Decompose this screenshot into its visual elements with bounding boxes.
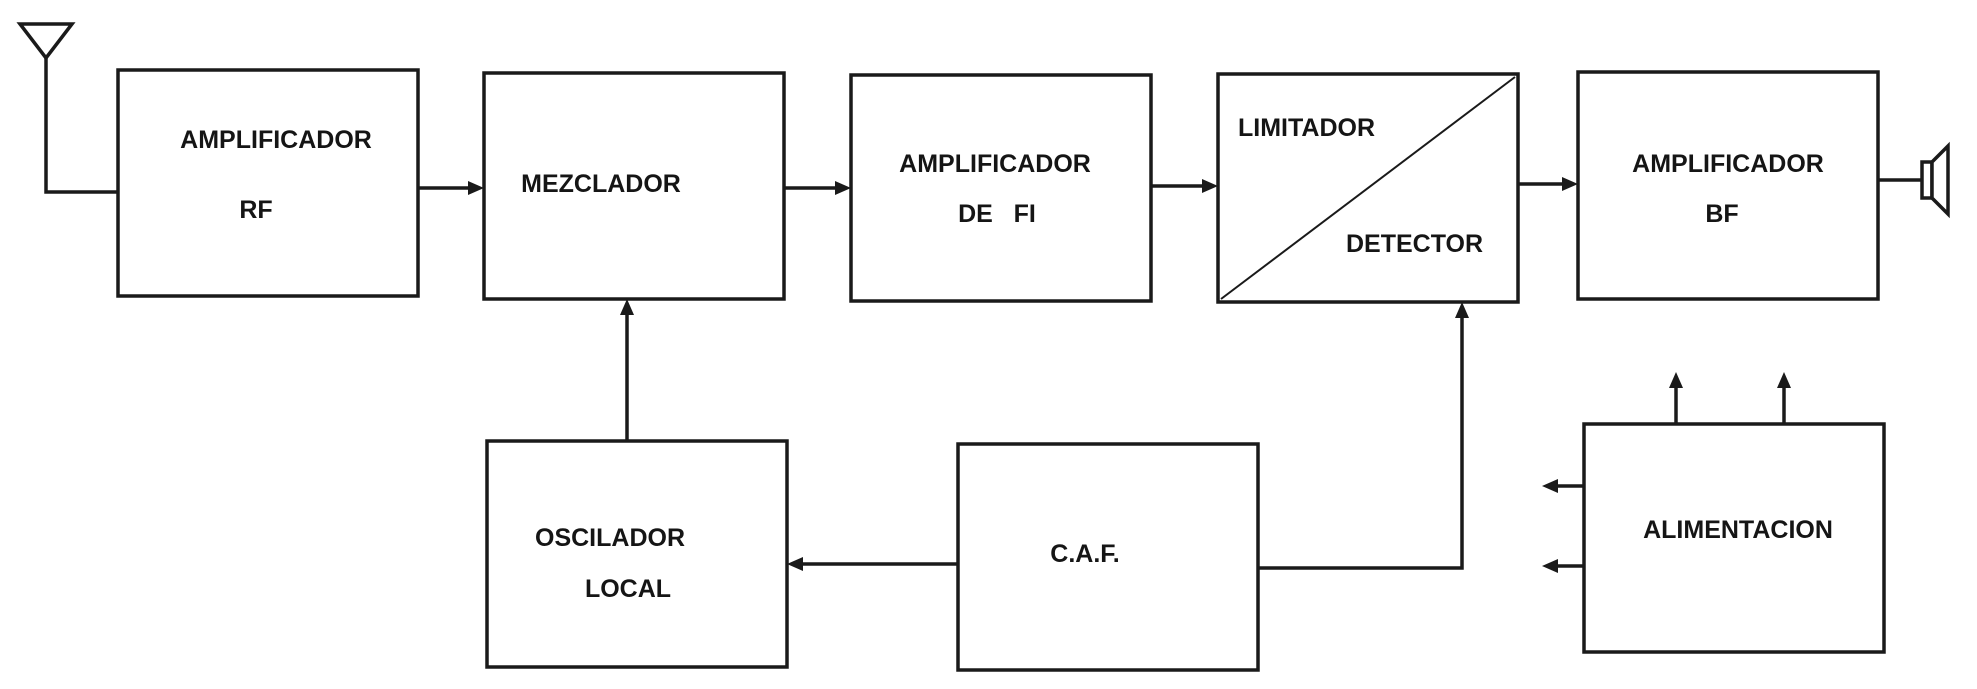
block-af-amplifier: AMPLIFICADOR BF bbox=[1576, 70, 1880, 301]
detector-label: DETECTOR bbox=[1346, 230, 1483, 258]
block-rf-amplifier: AMPLIFICADOR RF bbox=[116, 68, 420, 298]
af-amp-label-line1: AMPLIFICADOR bbox=[1632, 150, 1824, 178]
power-output-up-1 bbox=[1669, 372, 1683, 424]
speaker-icon bbox=[1878, 141, 1950, 219]
antenna-icon bbox=[16, 22, 118, 194]
limiter-label: LIMITADOR bbox=[1238, 114, 1375, 142]
rf-amp-label-line1: AMPLIFICADOR bbox=[180, 126, 372, 154]
limiter-detector-divider bbox=[1220, 76, 1516, 300]
if-amp-label-line1: AMPLIFICADOR bbox=[899, 150, 1091, 178]
connection-detector-to-af bbox=[1518, 177, 1578, 191]
block-local-oscillator: OSCILADOR LOCAL bbox=[485, 439, 789, 669]
mixer-label: MEZCLADOR bbox=[521, 170, 681, 198]
power-output-up-2 bbox=[1777, 372, 1791, 424]
connection-afc-to-osc bbox=[787, 557, 958, 571]
connection-rf-to-mixer bbox=[418, 181, 484, 195]
block-afc: C.A.F. bbox=[956, 442, 1260, 672]
power-output-left-1 bbox=[1542, 479, 1584, 493]
af-amp-label-line2: BF bbox=[1705, 200, 1738, 228]
block-limiter-detector: LIMITADOR DETECTOR bbox=[1216, 72, 1520, 304]
block-power-supply: ALIMENTACION bbox=[1582, 422, 1886, 654]
rf-amp-label-line2: RF bbox=[239, 196, 272, 224]
power-label: ALIMENTACION bbox=[1643, 516, 1833, 544]
connection-if-to-limiter bbox=[1151, 179, 1218, 193]
if-amp-label-line2: DE FI bbox=[958, 200, 1036, 228]
connection-osc-to-mixer bbox=[620, 299, 634, 441]
connection-mixer-to-if bbox=[784, 181, 851, 195]
local-osc-label-line1: OSCILADOR bbox=[535, 524, 685, 552]
connection-detector-to-afc bbox=[1258, 302, 1469, 570]
block-if-amplifier: AMPLIFICADOR DE FI bbox=[849, 73, 1153, 303]
local-osc-label-line2: LOCAL bbox=[585, 575, 671, 603]
block-mixer: MEZCLADOR bbox=[482, 71, 786, 301]
power-output-left-2 bbox=[1542, 559, 1584, 573]
afc-label: C.A.F. bbox=[1050, 540, 1119, 568]
